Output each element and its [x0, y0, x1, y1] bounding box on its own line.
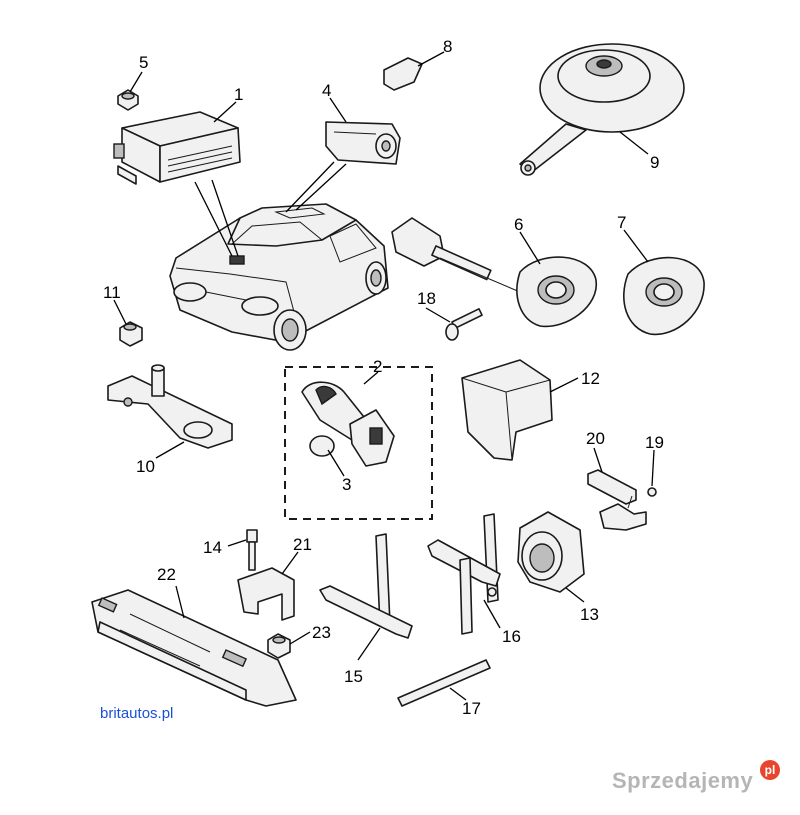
part-21-bracket [237, 567, 295, 621]
part-9-horn [519, 43, 685, 176]
callout-7: 7 [617, 213, 626, 232]
callout-8: 8 [443, 37, 452, 56]
callout-3: 3 [342, 475, 351, 494]
callout-17: 17 [462, 699, 481, 718]
part-6-ignition-sensor [391, 217, 597, 328]
callout-13: 13 [580, 605, 599, 624]
part-14-bolt [246, 529, 258, 571]
part-19-nut [647, 487, 657, 497]
callout-18: 18 [417, 289, 436, 308]
part-23-nut [267, 633, 291, 659]
part-15-strap-bracket [319, 533, 413, 639]
part-8-cap [383, 57, 423, 91]
callout-16: 16 [502, 627, 521, 646]
callout-1: 1 [234, 85, 243, 104]
watermark-badge: pl [760, 760, 780, 780]
callout-15: 15 [344, 667, 363, 686]
part-7-sensor-ring [623, 256, 705, 336]
callout-11: 11 [103, 283, 121, 302]
callout-14: 14 [203, 538, 222, 557]
callout-21: 21 [293, 535, 312, 554]
part-17-strip [397, 659, 491, 707]
part-5-nut [117, 89, 139, 111]
leader-lines [113, 51, 655, 701]
car-body [169, 203, 389, 351]
part-16-strap-bracket [427, 513, 501, 635]
callout-4: 4 [322, 81, 331, 100]
callout-2: 2 [373, 357, 382, 376]
callout-5: 5 [139, 53, 148, 72]
callout-20: 20 [586, 429, 605, 448]
part-18-screw [445, 308, 483, 341]
callout-10: 10 [136, 457, 155, 476]
callout-23: 23 [312, 623, 331, 642]
part-1-control-module [113, 111, 241, 185]
part-2-key-fob-group [284, 366, 433, 520]
callout-19: 19 [645, 433, 664, 452]
watermark-text: Sprzedajemy [612, 768, 754, 793]
part-11-nut [119, 321, 143, 347]
part-13-sensor-unit [517, 503, 647, 593]
part-20-bracket [587, 469, 637, 509]
callout-22: 22 [157, 565, 176, 584]
part-22-base-plate [91, 589, 297, 707]
callout-numbers: 1 2 3 4 5 6 7 8 9 10 11 12 13 14 15 16 1… [103, 37, 664, 718]
callout-6: 6 [514, 215, 523, 234]
callout-9: 9 [650, 153, 659, 172]
part-12-cover [461, 359, 553, 461]
callout-12: 12 [581, 369, 600, 388]
part-4-housing [325, 121, 401, 165]
source-credit: britautos.pl [100, 705, 174, 722]
part-10-bracket [107, 364, 233, 449]
